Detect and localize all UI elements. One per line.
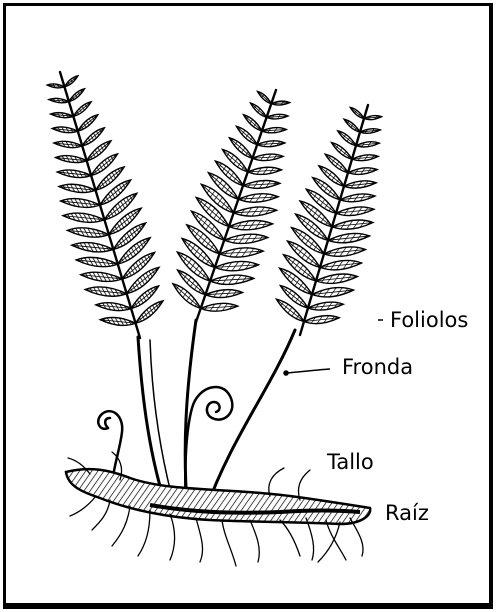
frond-middle	[173, 90, 290, 322]
label-fronda: Fronda	[342, 357, 413, 378]
root	[70, 496, 96, 516]
pinna-vein	[64, 76, 78, 87]
root	[306, 518, 314, 560]
root	[138, 510, 150, 556]
pinna-vein	[73, 102, 91, 117]
root	[92, 500, 110, 530]
root	[280, 520, 300, 556]
label-tallo: Tallo	[327, 452, 374, 473]
root	[112, 506, 130, 546]
pinna-vein	[69, 89, 85, 102]
root	[269, 468, 284, 496]
root	[170, 514, 175, 560]
label-foliolos: Foliolos	[390, 310, 468, 331]
root	[298, 470, 310, 500]
pinna-vein	[250, 103, 266, 117]
frond-left	[47, 72, 163, 338]
root	[326, 520, 346, 560]
pinna-vein	[331, 143, 352, 160]
root	[222, 520, 236, 566]
pinna-vein	[82, 128, 104, 146]
label-raiz: Raíz	[385, 503, 429, 524]
pinna-vein	[338, 131, 356, 146]
pinna-vein	[78, 115, 98, 131]
pinna-vein	[350, 107, 364, 118]
pinna-vein	[243, 115, 261, 131]
root	[250, 520, 259, 562]
root	[196, 518, 203, 562]
pinna-vein	[344, 119, 360, 132]
pinna-vein	[257, 91, 271, 103]
pinna-vein	[236, 126, 257, 144]
frond-right	[276, 105, 381, 335]
